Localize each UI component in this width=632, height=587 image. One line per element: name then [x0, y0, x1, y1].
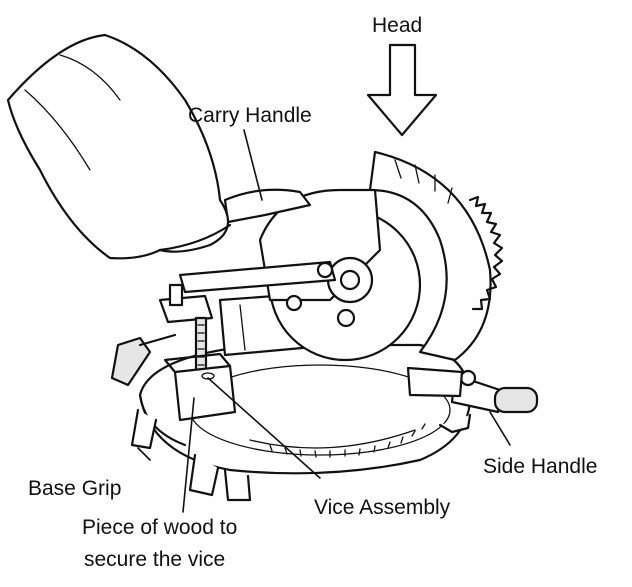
saw-head: [178, 150, 504, 362]
operator-hand: [6, 33, 232, 260]
vice-assembly-leader: [207, 377, 321, 479]
side-handle: [406, 366, 539, 414]
label-vice-assembly: Vice Assembly: [314, 496, 451, 519]
label-piece-of-wood-line2: secure the vice: [84, 548, 225, 571]
label-head: Head: [372, 14, 422, 37]
vice-assembly: [110, 283, 237, 422]
side-handle-leader: [489, 411, 511, 446]
carry-handle-leader: [243, 129, 263, 201]
label-side-handle: Side Handle: [483, 455, 597, 478]
base-grip-leader: [137, 447, 151, 461]
down-arrow-icon: [366, 43, 438, 137]
label-piece-of-wood-line1: Piece of wood to: [82, 516, 237, 539]
piece-of-wood-leader: [182, 397, 195, 513]
label-base-grip: Base Grip: [28, 477, 121, 500]
label-carry-handle: Carry Handle: [188, 104, 312, 127]
